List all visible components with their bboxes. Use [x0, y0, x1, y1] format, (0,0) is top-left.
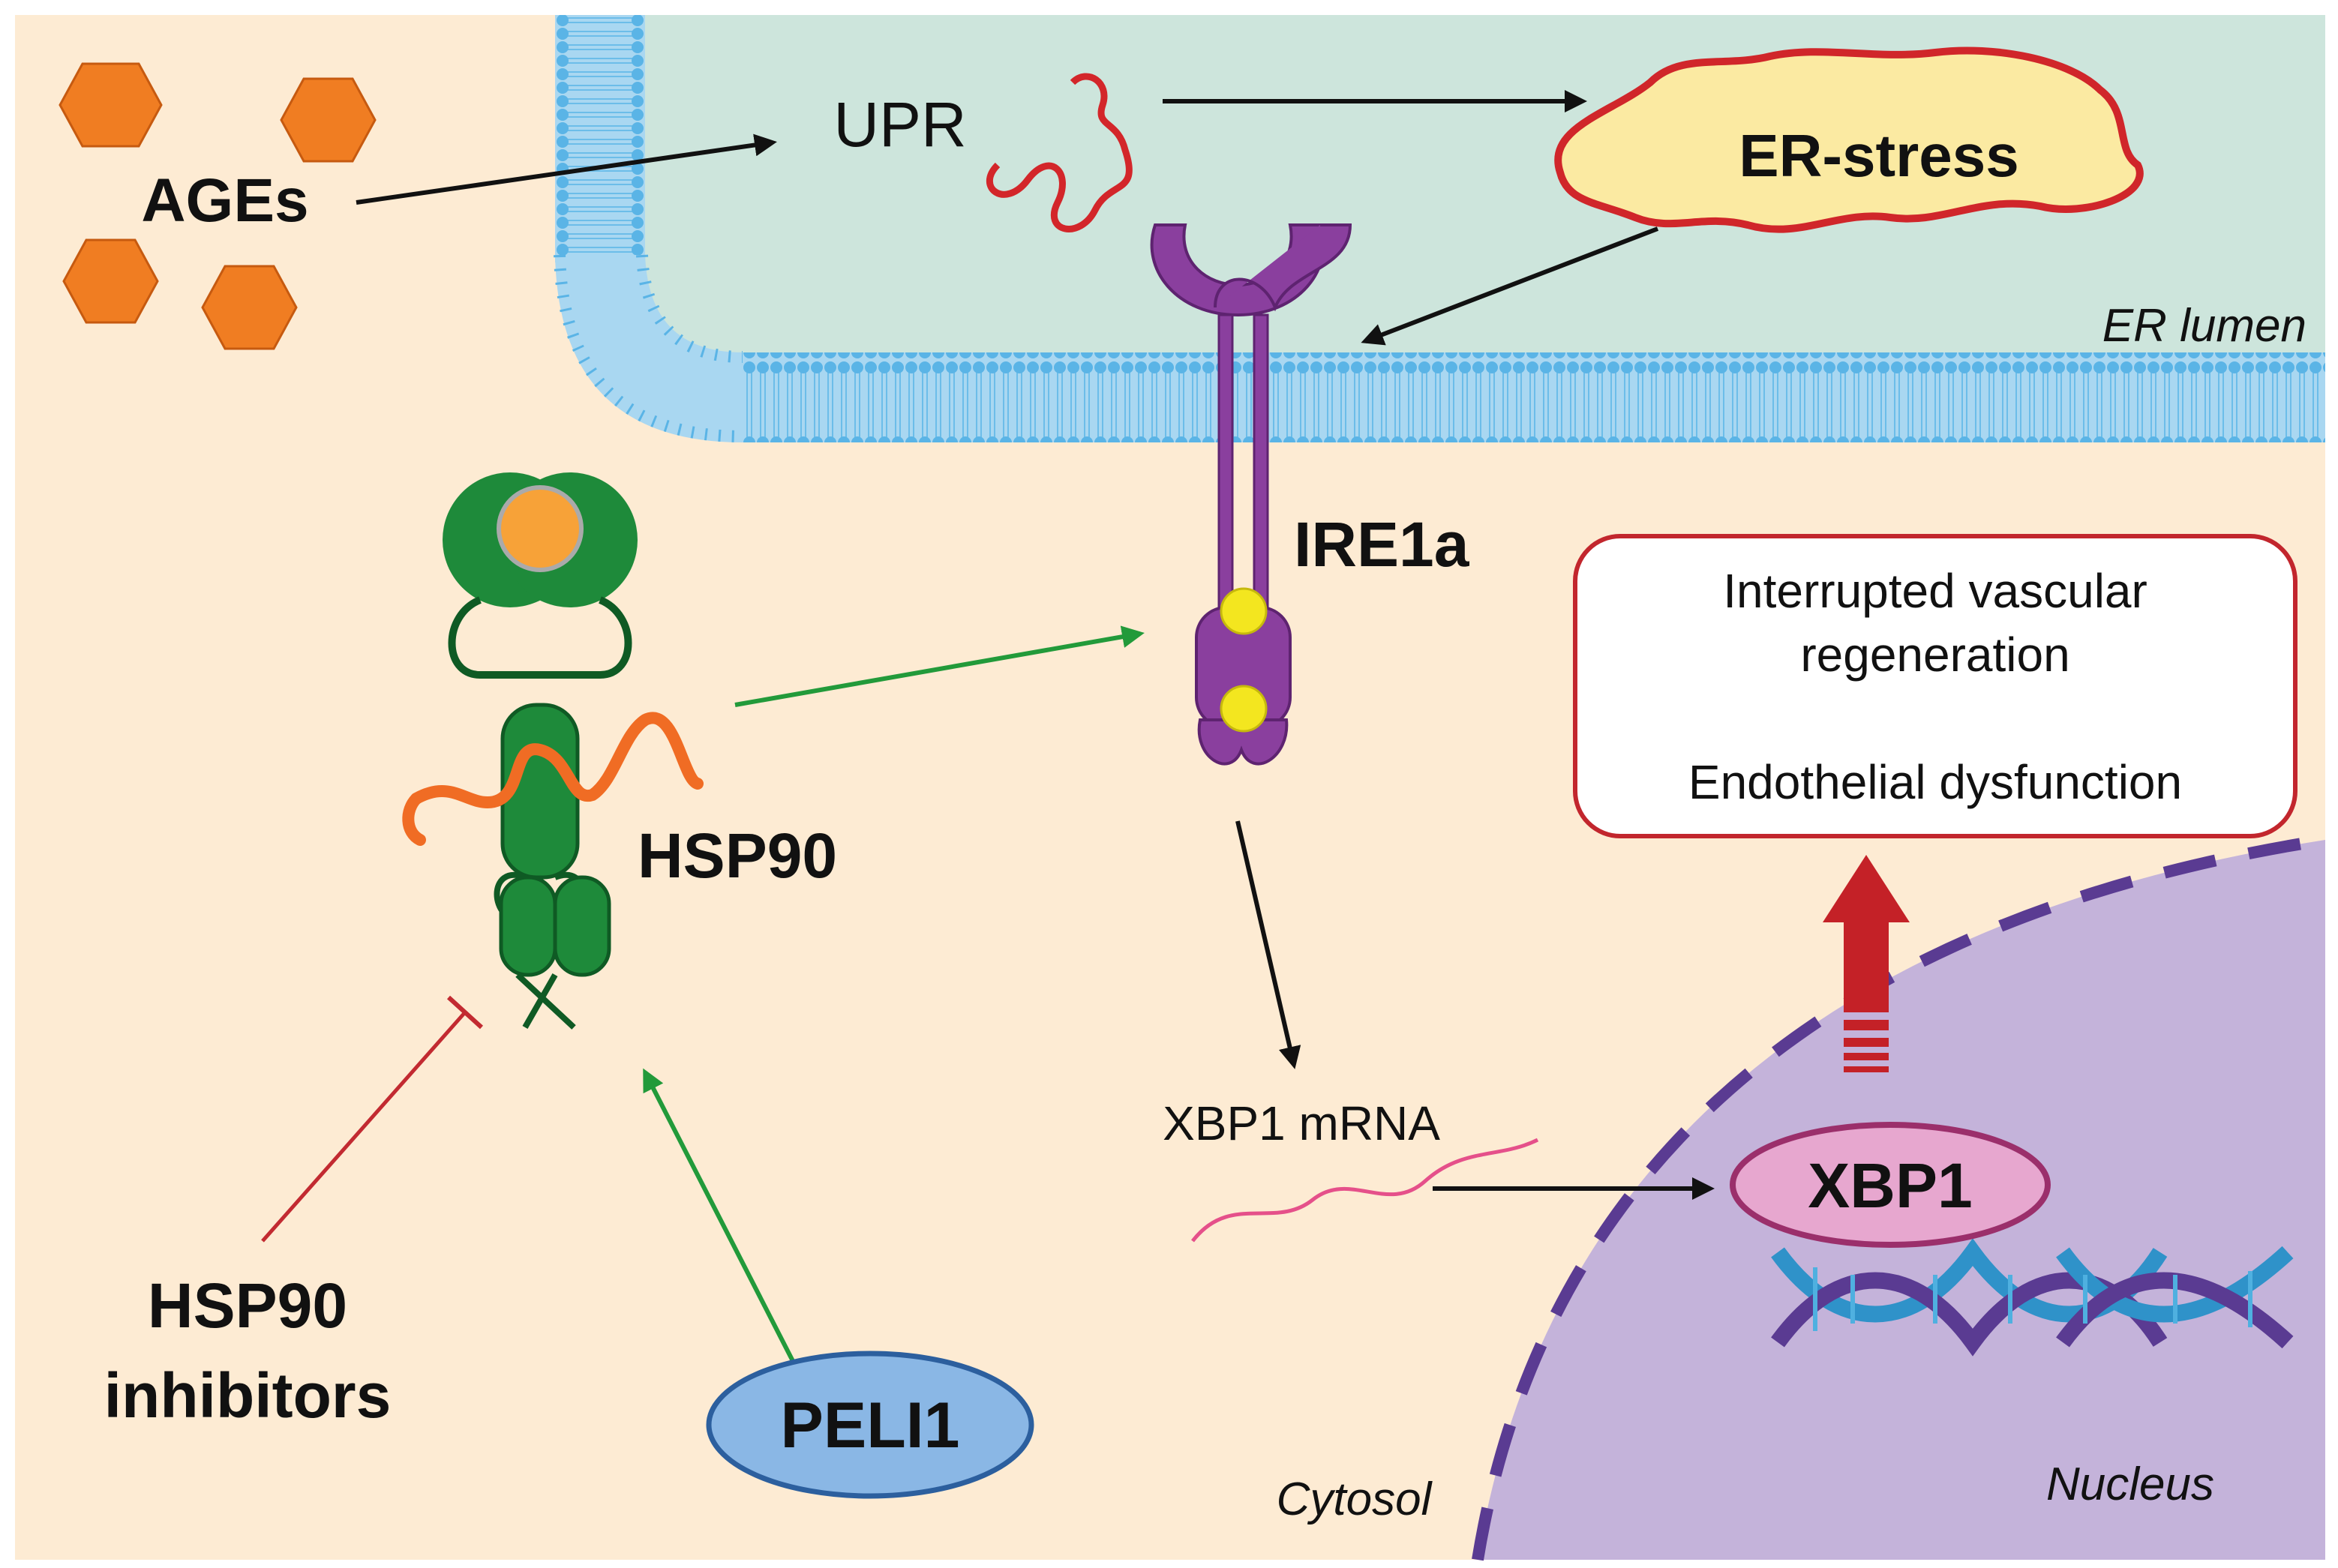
peli1-node — [706, 1351, 1034, 1499]
hsp90-protein — [402, 472, 704, 1030]
ages-molecules — [59, 62, 377, 350]
ire1a-label: IRE1a — [1294, 509, 1470, 580]
hsp90-inhibition-line — [261, 995, 484, 1243]
outcome-line3: Endothelial dysfunction — [1688, 755, 2182, 809]
ages-to-upr-arrow — [356, 133, 777, 205]
upr-label: UPR — [833, 89, 966, 160]
ages-hexagon — [280, 77, 377, 163]
dna-helix — [1771, 1238, 2294, 1357]
cytosol-label: Cytosol — [1277, 1474, 1433, 1525]
ages-label: AGEs — [141, 166, 308, 235]
outcome-box — [1573, 534, 2297, 838]
ages-hexagon — [59, 62, 163, 148]
outcome-line1: Interrupted vascular — [1723, 564, 2147, 618]
hsp90-label: HSP90 — [638, 820, 837, 891]
ages-hexagon — [201, 265, 298, 350]
er-stress-label: ER-stress — [1739, 122, 2019, 189]
er-lumen-label: ER lumen — [2102, 300, 2306, 352]
xbp1-node — [1730, 1122, 2051, 1248]
ire1a-receptor — [1150, 223, 1352, 766]
hsp90-inhibitors-label-line2: inhibitors — [104, 1360, 392, 1431]
ire1a-to-xbp1-mrna-arrow — [1235, 820, 1301, 1069]
er-stress-to-ire1a-arrow — [1361, 226, 1659, 346]
xbp1-mrna-label: XBP1 mRNA — [1163, 1096, 1440, 1150]
ages-hexagon — [62, 238, 159, 324]
upr-protein-icon — [986, 73, 1133, 232]
hsp90-inhibitors-label-line1: HSP90 — [148, 1270, 347, 1341]
er-membrane — [554, 15, 2325, 442]
er-stress-blob — [1554, 46, 2144, 233]
peli1-to-hsp90-arrow — [643, 1068, 812, 1396]
nucleus-label: Nucleus — [2046, 1459, 2214, 1510]
outcome-line2: regeneration — [1800, 628, 2069, 682]
upregulation-arrow — [1823, 855, 1910, 1072]
peli1-label: PELI1 — [781, 1390, 960, 1462]
xbp1-mrna-strand — [1191, 1138, 1539, 1243]
xbp1-label: XBP1 — [1808, 1150, 1972, 1221]
hsp90-to-ire1a-arrow — [734, 625, 1145, 707]
